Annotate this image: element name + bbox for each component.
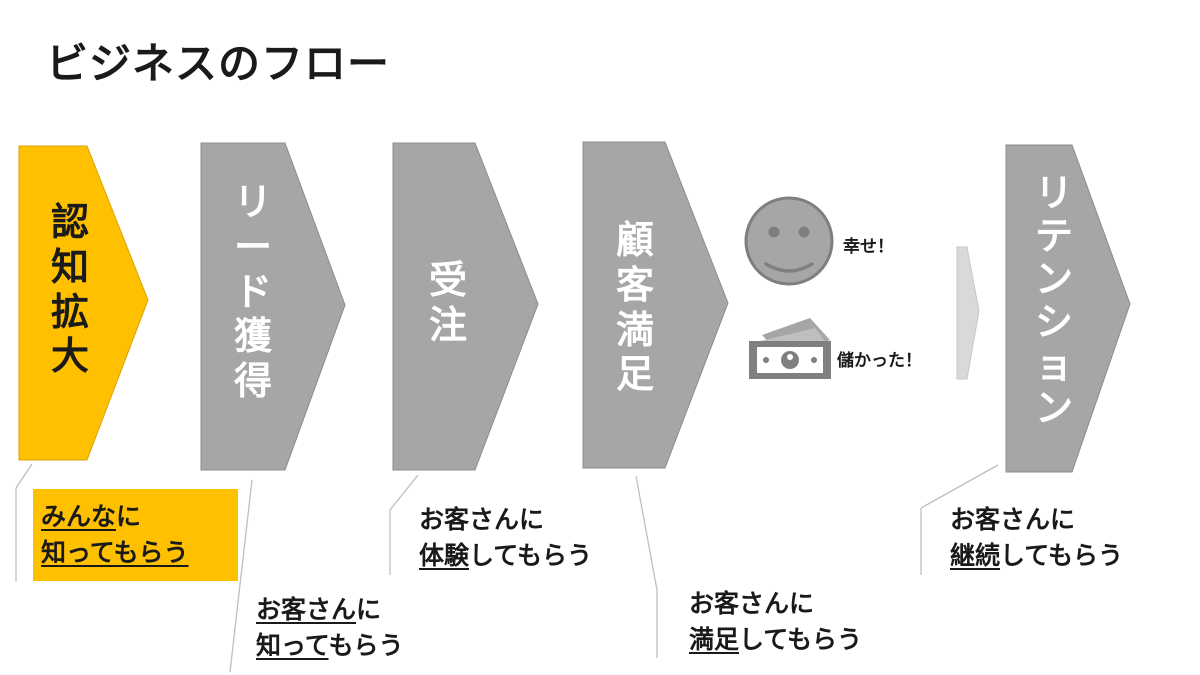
caption-order: お客さんに 体験してもらう <box>419 502 592 574</box>
stage-label-char: ー <box>233 224 272 269</box>
small-arrow-icon <box>956 246 980 380</box>
caption-text: みんな <box>41 502 117 531</box>
stage-label-char: 拡 <box>50 289 89 334</box>
caption-text: もらう <box>328 631 404 660</box>
stage-label-char: リ <box>1034 171 1073 215</box>
stage-label-retention: リテンション <box>1019 172 1089 430</box>
caption-text: お客さんに <box>950 505 1076 534</box>
caption-text: 知って <box>256 631 329 660</box>
stage-chevron-order <box>392 142 539 471</box>
stage-chevron-lead <box>200 142 346 471</box>
caption-text: お客さんに <box>419 505 545 534</box>
profit-text: 儲かった！ <box>837 351 922 371</box>
caption-connectors <box>15 463 999 673</box>
stage-label-char: ョ <box>1034 342 1073 387</box>
stage-label-char: 受 <box>428 258 467 302</box>
stage-label-char: 獲 <box>233 314 272 359</box>
smiley-face-icon <box>744 196 834 286</box>
caption-awareness: みんなに 知ってもらう <box>33 489 238 581</box>
stage-chevron-satisfaction <box>582 141 729 469</box>
caption-text: に <box>356 595 382 624</box>
stage-label-awareness: 認知拡大 <box>35 200 105 379</box>
stage-chevron-retention <box>1005 144 1131 473</box>
caption-lead: お客さんに 知ってもらう <box>256 592 404 664</box>
stage-label-char: テ <box>1034 213 1073 258</box>
caption-text: 知ってもらう <box>41 538 189 567</box>
stage-label-char: ン <box>1034 385 1073 430</box>
caption-satisfaction: お客さんに 満足してもらう <box>689 586 862 658</box>
caption-text: に <box>116 502 142 531</box>
stage-label-char: ン <box>1034 256 1073 301</box>
stage-label-char: シ <box>1034 299 1073 344</box>
happy-text: 幸せ！ <box>843 237 894 257</box>
stage-label-char: 満 <box>615 307 654 352</box>
stage-label-satisfaction: 顧客満足 <box>600 218 670 397</box>
caption-text: 継続 <box>950 541 1001 570</box>
stage-label-order: 受注 <box>413 258 483 348</box>
stage-label-char: 知 <box>50 244 89 289</box>
stage-label-char: リ <box>233 180 272 224</box>
stage-label-char: ド <box>233 269 272 314</box>
stage-label-char: 得 <box>233 359 272 404</box>
caption-text: してもらう <box>739 625 863 654</box>
page-title: ビジネスのフロー <box>46 39 391 88</box>
caption-text: お客さんに <box>689 589 815 618</box>
caption-text: お客さん <box>256 595 357 624</box>
caption-text: 体験 <box>419 541 470 570</box>
stage-chevron-awareness <box>18 145 149 461</box>
stage-label-char: 顧 <box>615 218 654 262</box>
stage-label-char: 足 <box>615 352 654 397</box>
stage-label-char: 大 <box>50 334 89 379</box>
stage-label-char: 認 <box>50 200 89 244</box>
stage-label-char: 客 <box>615 262 654 307</box>
caption-text: してもらう <box>469 541 593 570</box>
cash-bill-icon <box>749 318 831 379</box>
stage-label-char: 注 <box>428 302 467 347</box>
caption-text: してもらう <box>1000 541 1124 570</box>
caption-retention: お客さんに 継続してもらう <box>950 502 1123 574</box>
caption-text: 満足 <box>689 625 740 654</box>
stage-label-lead: リード獲得 <box>218 180 288 404</box>
